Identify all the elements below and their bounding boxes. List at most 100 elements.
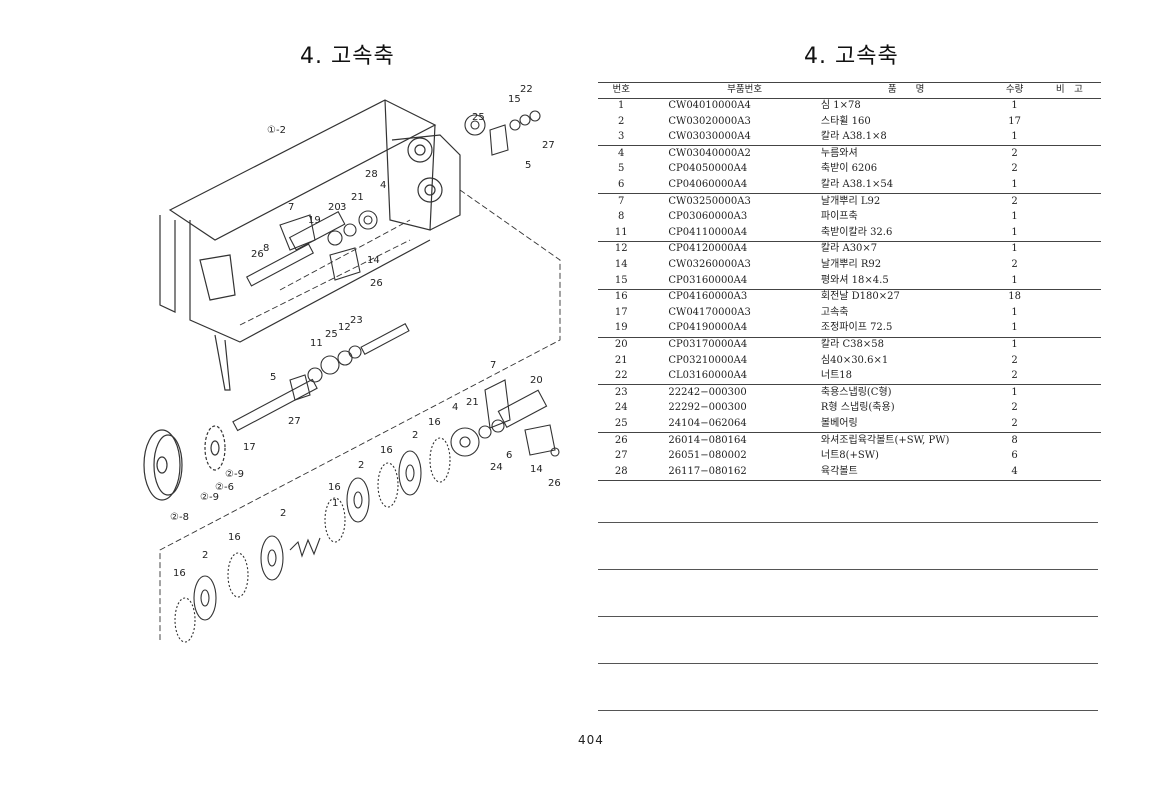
header-part-no: 부품번호 bbox=[644, 82, 821, 99]
cell-part-no: CP03060000A3 bbox=[668, 211, 748, 223]
cell-no: 26 bbox=[614, 434, 628, 446]
cell-part-no: CP03160000A4 bbox=[644, 273, 821, 290]
cell-no: 27 bbox=[614, 450, 628, 462]
cell-no: 6 bbox=[598, 177, 645, 195]
cell-name: 날개뿌리 L92 bbox=[820, 195, 881, 207]
cell-note bbox=[1038, 401, 1101, 417]
cell-name: 축받이칼라 32.6 bbox=[820, 225, 992, 242]
cell-part-no: CP03210000A4 bbox=[668, 354, 748, 366]
table-row: 23 22242−000300 축용스냅링(C형) 1 bbox=[598, 385, 1101, 401]
callout-label: 26 bbox=[548, 478, 561, 489]
cell-no: 28 bbox=[598, 464, 645, 481]
cell-part-no: CW03250000A3 bbox=[668, 195, 751, 207]
callout-label: 3 bbox=[340, 202, 346, 213]
callout-label: 4 bbox=[380, 180, 386, 191]
cell-qty: 1 bbox=[1011, 243, 1018, 255]
exploded-view-diagram: ①-22215252752842132071982614262312251152… bbox=[143, 84, 561, 643]
cell-name: 축용스냅링(C형) bbox=[820, 386, 892, 398]
cell-qty: 4 bbox=[991, 464, 1038, 481]
cell-qty: 1 bbox=[1011, 306, 1018, 318]
callout-label: 14 bbox=[367, 255, 380, 266]
callout-label: 21 bbox=[466, 397, 479, 408]
cell-note bbox=[1038, 146, 1101, 162]
callout-label: 2 bbox=[280, 508, 286, 519]
cell-name: 날개뿌리 R92 bbox=[820, 259, 882, 271]
callout-label: 17 bbox=[243, 442, 256, 453]
callout-label: 1 bbox=[332, 498, 338, 509]
cell-part-no: 26014−080164 bbox=[668, 434, 747, 446]
table-header-row: 번호 부품번호 품 명 수량 비 고 bbox=[598, 82, 1101, 99]
cell-name: 칼라 A38.1×54 bbox=[820, 177, 992, 195]
cell-part-no: CW04010000A4 bbox=[668, 100, 751, 112]
callout-label: 2 bbox=[202, 550, 208, 561]
cell-part-no: CP04120000A4 bbox=[668, 243, 748, 255]
cell-qty: 18 bbox=[1008, 291, 1021, 303]
cell-no: 5 bbox=[618, 163, 625, 175]
callout-label: 11 bbox=[310, 338, 323, 349]
callout-label: 25 bbox=[472, 112, 485, 123]
cell-no: 3 bbox=[598, 129, 645, 147]
cell-part-no: CW03020000A3 bbox=[668, 115, 751, 127]
cell-name: 너트8(+SW) bbox=[820, 450, 879, 462]
callout-label: 26 bbox=[370, 278, 383, 289]
cell-part-no: CP04060000A4 bbox=[644, 177, 821, 195]
page-title-right: 4. 고속축 bbox=[804, 44, 899, 69]
cell-no: 25 bbox=[598, 416, 645, 434]
cell-no: 19 bbox=[598, 320, 645, 338]
callout-label: 4 bbox=[452, 402, 458, 413]
cell-qty: 1 bbox=[991, 177, 1038, 195]
callout-label: 6 bbox=[506, 450, 512, 461]
cell-qty: 2 bbox=[1011, 163, 1018, 175]
callout-label: 16 bbox=[173, 568, 186, 579]
cell-name: 스타휠 160 bbox=[820, 115, 871, 127]
cell-name: 고속축 bbox=[820, 306, 849, 318]
cell-part-no: CW03260000A3 bbox=[668, 259, 751, 271]
cell-note bbox=[1037, 273, 1101, 290]
cell-part-no: 22242−000300 bbox=[668, 386, 747, 398]
callout-label: ①-2 bbox=[267, 125, 286, 136]
cell-no: 8 bbox=[618, 211, 625, 223]
cell-note bbox=[1038, 98, 1101, 114]
callout-label: 26 bbox=[251, 249, 264, 260]
cell-name: 파이프축 bbox=[820, 211, 858, 223]
callout-label: ②-6 bbox=[215, 482, 234, 493]
cell-no: 23 bbox=[614, 386, 628, 398]
frame-leg bbox=[214, 334, 231, 391]
blank-line bbox=[598, 522, 1098, 523]
cell-name: 누름와셔 bbox=[820, 147, 858, 159]
callout-label: 22 bbox=[520, 84, 533, 95]
blank-line bbox=[598, 663, 1098, 664]
cell-no: 21 bbox=[614, 354, 628, 366]
callout-label: 5 bbox=[525, 160, 531, 171]
cell-qty: 1 bbox=[1011, 211, 1018, 223]
frame-top-rail bbox=[168, 99, 437, 241]
cell-name: 볼베어링 bbox=[820, 416, 992, 434]
cell-name: 심40×30.6×1 bbox=[820, 354, 889, 366]
blank-line bbox=[598, 710, 1098, 711]
cell-note bbox=[1037, 129, 1101, 147]
callout-label: 20 bbox=[328, 202, 341, 213]
cell-part-no: CW03030000A4 bbox=[644, 129, 821, 147]
cell-no: 12 bbox=[614, 243, 628, 255]
callout-label: 8 bbox=[263, 243, 269, 254]
cell-name: 너트18 bbox=[820, 368, 992, 386]
cell-part-no: CW04170000A3 bbox=[668, 306, 751, 318]
cell-qty: 1 bbox=[991, 225, 1038, 242]
callout-label: 23 bbox=[350, 315, 363, 326]
frame-inner-bar bbox=[189, 220, 431, 343]
cell-qty: 1 bbox=[1011, 386, 1018, 398]
callout-label: 15 bbox=[508, 94, 521, 105]
callout-label: ②-9 bbox=[225, 469, 244, 480]
cell-qty: 2 bbox=[1011, 195, 1018, 207]
